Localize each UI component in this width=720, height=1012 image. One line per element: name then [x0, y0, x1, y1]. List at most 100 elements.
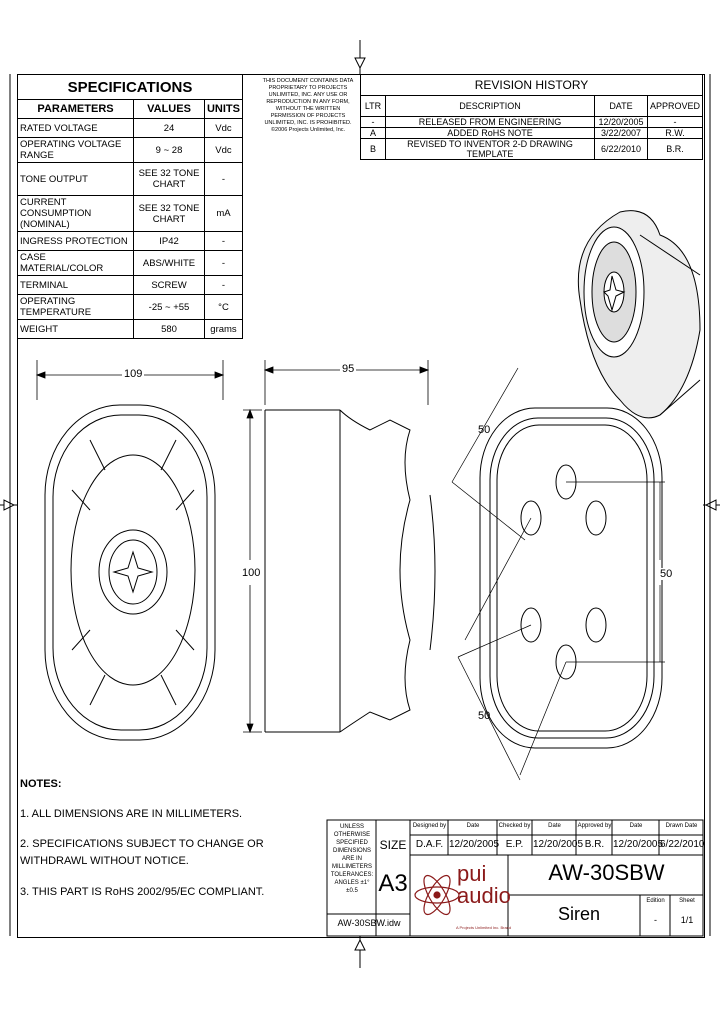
rev-ltr: B: [360, 138, 386, 160]
rev-approved: B.R.: [646, 138, 704, 160]
spec-header-value: VALUES: [133, 99, 205, 119]
titleblock-lines: [326, 819, 704, 937]
rev-header-approved: APPROVED: [646, 95, 704, 117]
dimension-label-109: 109: [122, 368, 145, 380]
designed-date-label: Date: [466, 823, 480, 829]
part-number: AW-30SBW: [548, 860, 665, 885]
dimension-label-100: 100: [242, 567, 261, 579]
spec-unit: grams: [203, 319, 244, 339]
spec-param: CASE MATERIAL/COLOR: [16, 250, 135, 276]
checked-date-label: Date: [548, 823, 561, 829]
approved-by: B.R.: [584, 839, 605, 850]
spec-value: -25 ~ +55: [133, 294, 205, 320]
spec-unit: -: [203, 275, 244, 295]
spec-unit: °C: [203, 294, 244, 320]
edition-label: Edition: [646, 898, 665, 904]
pui-logo-mark: [414, 874, 460, 916]
spec-unit: -: [203, 162, 244, 196]
size-value: A3: [378, 870, 408, 897]
spec-value: IP42: [133, 231, 205, 251]
spec-param: OPERATING VOLTAGE RANGE: [16, 137, 135, 163]
dimension-109: [35, 360, 225, 400]
approved-by-label: Approved by: [577, 823, 612, 829]
side-view: [264, 409, 436, 733]
rev-date: 3/22/2007: [593, 127, 648, 139]
sheet-label: Sheet: [679, 898, 695, 904]
rev-header-desc: DESCRIPTION: [385, 95, 595, 117]
designed-by: D.A.F.: [415, 839, 444, 850]
tolerance-note: UNLESS OTHERWISE SPECIFIED DIMENSIONS AR…: [330, 824, 374, 894]
spec-value: 9 ~ 28: [133, 137, 205, 163]
dimension-label-50-top: 50: [478, 424, 491, 436]
rev-header-ltr: LTR: [360, 95, 386, 117]
spec-value: SCREW: [133, 275, 205, 295]
spec-unit: mA: [203, 195, 244, 232]
dimension-label-95: 95: [340, 363, 357, 375]
edition-value: -: [654, 915, 657, 925]
spec-unit: -: [203, 250, 244, 276]
sheet-value: 1/1: [680, 915, 694, 925]
rev-ltr: A: [360, 127, 386, 139]
rev-approved: -: [646, 116, 704, 128]
rev-desc: REVISED TO INVENTOR 2-D DRAWING TEMPLATE: [385, 138, 595, 160]
rev-header-date: DATE: [593, 95, 648, 117]
designed-date: 12/20/2005: [449, 839, 500, 850]
approved-date: 12/20/2005: [613, 839, 664, 850]
rev-approved: R.W.: [646, 127, 704, 139]
center-marks: [0, 40, 720, 968]
spec-row: CURRENT CONSUMPTION (NOMINAL)SEE 32 TONE…: [16, 195, 244, 232]
notes-title: NOTES:: [20, 778, 62, 790]
spec-param: INGRESS PROTECTION: [16, 231, 135, 251]
revision-history-table: REVISION HISTORY LTR DESCRIPTION DATE AP…: [360, 74, 704, 160]
spec-param: WEIGHT: [16, 319, 135, 339]
spec-header-param: PARAMETERS: [16, 99, 135, 119]
rev-date: 6/22/2010: [593, 138, 648, 160]
logo-pui: pui: [457, 861, 487, 886]
spec-row: OPERATING TEMPERATURE-25 ~ +55°C: [16, 294, 244, 320]
dimension-label-50-right: 50: [660, 568, 673, 580]
notes-block: NOTES: 1. ALL DIMENSIONS ARE IN MILLIMET…: [20, 778, 290, 898]
drawn-date: 6/22/2010: [660, 839, 705, 850]
spec-param: RATED VOLTAGE: [16, 118, 135, 138]
spec-header-unit: UNITS: [203, 99, 244, 119]
spec-value: SEE 32 TONE CHART: [133, 162, 205, 196]
rev-desc: RELEASED FROM ENGINEERING: [385, 116, 595, 128]
part-description: Siren: [558, 904, 601, 924]
rev-date: 12/20/2005: [593, 116, 648, 128]
spec-value: ABS/WHITE: [133, 250, 205, 276]
spec-param: TERMINAL: [16, 275, 135, 295]
spec-value: 24: [133, 118, 205, 138]
dimension-100: [243, 408, 262, 734]
spec-unit: Vdc: [203, 118, 244, 138]
rear-view: [479, 407, 663, 749]
approved-date-label: Date: [629, 823, 643, 829]
spec-value: SEE 32 TONE CHART: [133, 195, 205, 232]
proprietary-notice: THIS DOCUMENT CONTAINS DATA PROPRIETARY …: [262, 78, 354, 133]
spec-value: 580: [133, 319, 205, 339]
revision-title: REVISION HISTORY: [360, 74, 703, 96]
spec-unit: -: [203, 231, 244, 251]
specifications-table: SPECIFICATIONS PARAMETERS VALUES UNITS R…: [16, 74, 244, 339]
file-name: AW-30SBW.idw: [337, 918, 401, 928]
dimension-label-50-bottom: 50: [478, 710, 491, 722]
logo-tagline: A Projects Unlimited Inc. Brand: [456, 925, 512, 930]
front-view: [44, 404, 216, 741]
note-item: 3. THIS PART IS RoHS 2002/95/EC COMPLIAN…: [20, 886, 265, 898]
checked-date: 12/20/2005: [533, 839, 584, 850]
note-item: 1. ALL DIMENSIONS ARE IN MILLIMETERS.: [20, 808, 243, 820]
spec-unit: Vdc: [203, 137, 244, 163]
checked-by-label: Checked by: [498, 823, 531, 829]
note-item: 2. SPECIFICATIONS SUBJECT TO CHANGE OR W…: [20, 838, 264, 867]
logo-audio: audio: [457, 883, 511, 908]
